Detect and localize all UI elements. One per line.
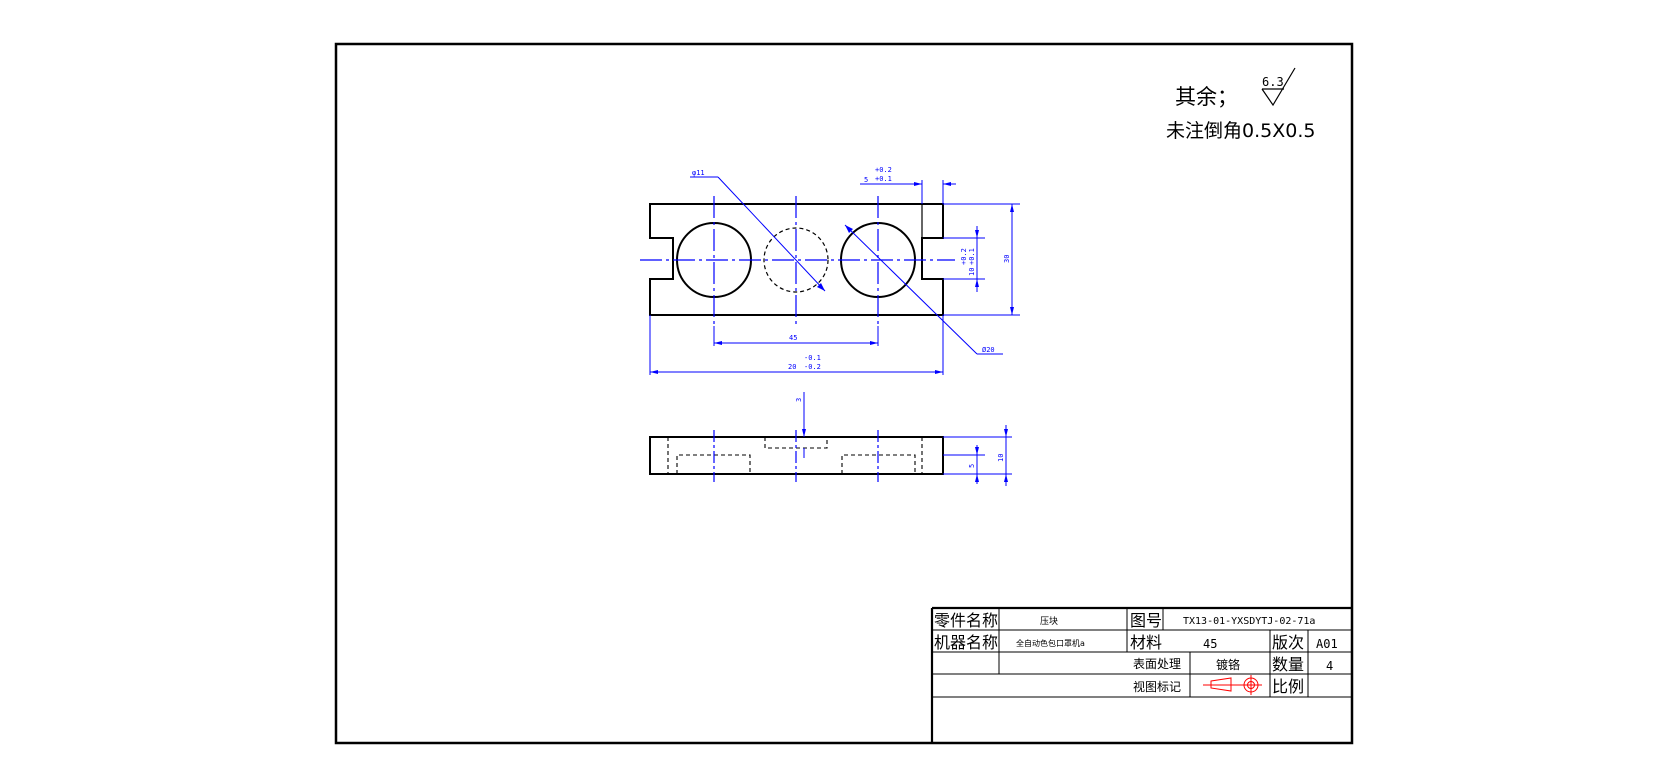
dim-overall-length: 20: [788, 363, 796, 371]
dim-height: 30: [1003, 255, 1011, 263]
surface-value: 镀铬: [1216, 657, 1240, 672]
dim-slot-depth: 10: [968, 268, 976, 276]
hidden-lines-side: [667, 437, 923, 474]
dim-slot-width: 5: [864, 176, 868, 184]
dim-center-distance: 45: [789, 334, 797, 342]
part-name-label: 零件名称: [934, 611, 998, 630]
dim-thickness: 10: [997, 454, 1005, 462]
dimension-texts: φ11 Ø20 5 +0.2 +0.1 30 10 +0.2 +0.1 45 2…: [692, 166, 1011, 468]
side-view: [649, 430, 944, 482]
surface-label: 表面处理: [1133, 657, 1181, 671]
quantity-label: 数量: [1272, 655, 1304, 674]
dim-slot-depth-tol-low: +0.1: [968, 248, 976, 265]
roughness-symbol: [1261, 67, 1296, 107]
revision-value: A01: [1316, 637, 1338, 651]
chamfer-note: 未注倒角0.5X0.5: [1166, 120, 1315, 142]
dim-slot-width-tol-up: +0.2: [875, 166, 892, 174]
revision-label: 版次: [1272, 633, 1304, 652]
material-value: 45: [1203, 637, 1217, 651]
dim-slot-depth-tol-up: +0.2: [960, 248, 968, 265]
scale-label: 比例: [1272, 677, 1304, 696]
dim-hole-small: φ11: [692, 169, 705, 177]
roughness-value: 6.3: [1262, 75, 1284, 89]
title-block: 零件名称 压块 图号 TX13-01-YXSDYTJ-02-71a 机器名称 全…: [930, 606, 1352, 743]
center-lines-top: [640, 196, 955, 326]
drawing-no-value: TX13-01-YXSDYTJ-02-71a: [1183, 616, 1315, 627]
dimension-arrows: [650, 182, 1014, 482]
title-block-grid: [930, 606, 1352, 743]
hole-hidden-center: [763, 227, 829, 293]
drawing-no-label: 图号: [1130, 611, 1162, 630]
dim-side-step: 5: [968, 464, 976, 468]
title-block-texts: 零件名称 压块 图号 TX13-01-YXSDYTJ-02-71a 机器名称 全…: [934, 611, 1338, 696]
roughness-prefix: 其余；: [1175, 85, 1238, 109]
quantity-value: 4: [1326, 659, 1333, 673]
drawing-border: [334, 42, 1354, 745]
view-mark-label: 视图标记: [1133, 679, 1181, 694]
machine-name-label: 机器名称: [934, 633, 998, 652]
dim-overall-tol-up: -0.1: [804, 354, 821, 362]
part-name-value: 压块: [1040, 615, 1058, 627]
machine-name-value: 全自动色包口罩机a: [1016, 638, 1085, 648]
projection-symbol-icon: [1203, 675, 1262, 695]
material-label: 材料: [1130, 633, 1162, 652]
dim-slot-width-tol-low: +0.1: [875, 175, 892, 183]
dim-pocket-depth: 3: [795, 398, 803, 402]
dim-hole-large: Ø20: [982, 346, 995, 354]
center-lines-side: [713, 430, 879, 482]
dim-overall-tol-low: -0.2: [804, 363, 821, 371]
